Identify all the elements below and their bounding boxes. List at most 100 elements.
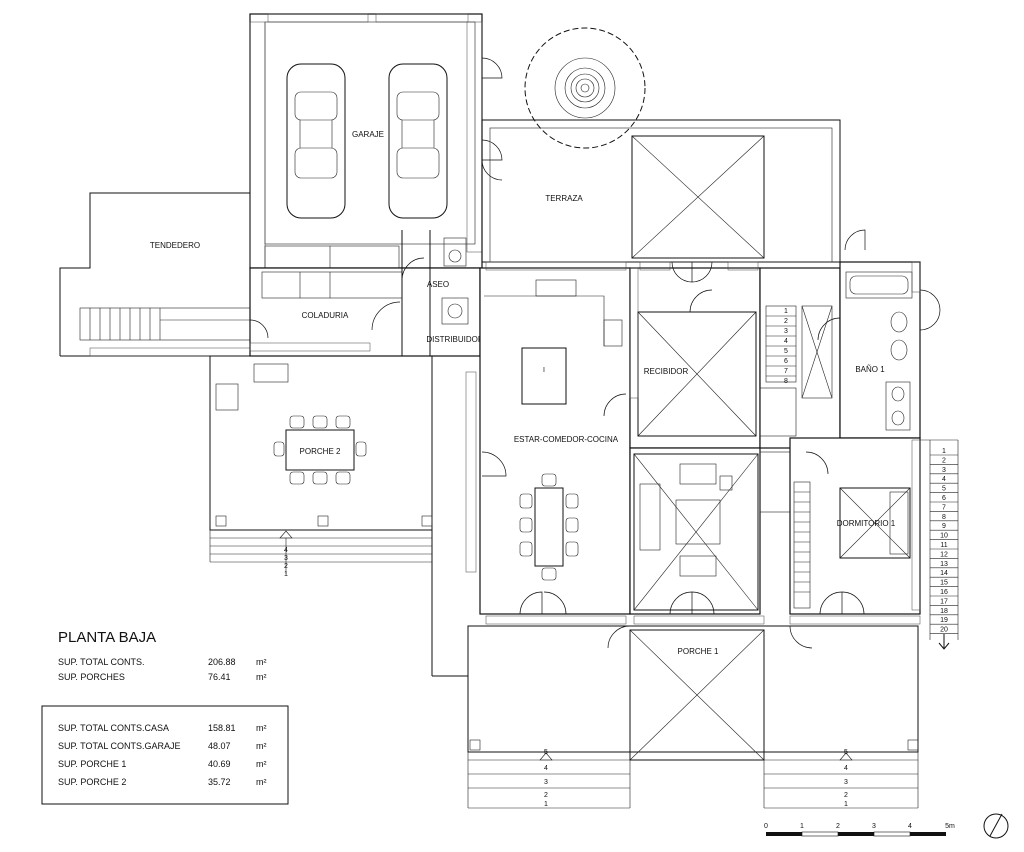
svg-text:48.07: 48.07 bbox=[208, 741, 231, 751]
stair-step-number: 7 bbox=[942, 504, 946, 511]
stair-step-number: 4 bbox=[942, 476, 946, 483]
svg-text:5: 5 bbox=[784, 348, 788, 355]
svg-text:3: 3 bbox=[872, 823, 876, 830]
room-label-tendedero: TENDEDERO bbox=[150, 241, 200, 250]
garage-block: GARAJE bbox=[249, 13, 503, 269]
room-label-recibidor: RECIBIDOR bbox=[644, 367, 689, 376]
living-room bbox=[629, 447, 765, 625]
stair-down-arrow-icon bbox=[938, 634, 950, 650]
svg-text:m²: m² bbox=[256, 672, 267, 682]
porche-2: PORCHE 2 4 3 2 1 bbox=[209, 355, 468, 677]
step-porche2-1: 1 bbox=[284, 571, 288, 578]
svg-text:4: 4 bbox=[544, 765, 548, 772]
stair-step-number: 13 bbox=[940, 561, 948, 568]
plan-title: PLANTA BAJA bbox=[58, 629, 156, 646]
room-label-bano1: BAÑO 1 bbox=[855, 365, 885, 374]
svg-text:SUP. PORCHES: SUP. PORCHES bbox=[58, 672, 125, 682]
svg-text:5m: 5m bbox=[945, 823, 955, 830]
bano-1: BAÑO 1 bbox=[817, 261, 941, 439]
stair-step-number: 8 bbox=[942, 514, 946, 521]
svg-text:m²: m² bbox=[256, 759, 267, 769]
svg-text:3: 3 bbox=[544, 779, 548, 786]
stair-step-number: 10 bbox=[940, 533, 948, 540]
svg-text:2: 2 bbox=[784, 318, 788, 325]
room-label-estar: ESTAR-COMEDOR-COCINA bbox=[514, 435, 619, 444]
room-label-porche2: PORCHE 2 bbox=[300, 447, 341, 456]
step-porche2-4: 4 bbox=[284, 547, 288, 554]
svg-text:158.81: 158.81 bbox=[208, 723, 236, 733]
svg-text:1: 1 bbox=[544, 801, 548, 808]
svg-text:1: 1 bbox=[844, 801, 848, 808]
porche2-steps: 4 3 2 1 bbox=[209, 530, 432, 578]
recibidor: RECIBIDOR bbox=[629, 261, 761, 449]
stair-step-number: 11 bbox=[940, 542, 947, 549]
room-label-aseo: ASEO bbox=[427, 280, 449, 289]
step-porche2-3: 3 bbox=[284, 555, 288, 562]
svg-text:m²: m² bbox=[256, 777, 267, 787]
stair-step-number: 3 bbox=[942, 467, 946, 474]
room-label-distribuidor: DISTRIBUIDOR bbox=[426, 335, 484, 344]
tendedero-area: TENDEDERO bbox=[59, 192, 251, 357]
svg-text:I: I bbox=[543, 367, 545, 374]
tree-symbol bbox=[524, 27, 646, 149]
svg-text:2: 2 bbox=[544, 792, 548, 799]
room-label-garaje: GARAJE bbox=[352, 130, 384, 139]
svg-text:4: 4 bbox=[784, 338, 788, 345]
stair-step-number: 14 bbox=[940, 570, 948, 577]
svg-text:6: 6 bbox=[784, 358, 788, 365]
svg-text:76.41: 76.41 bbox=[208, 672, 231, 682]
svg-text:3: 3 bbox=[784, 328, 788, 335]
svg-text:2: 2 bbox=[836, 823, 840, 830]
svg-text:4: 4 bbox=[844, 765, 848, 772]
svg-text:3: 3 bbox=[844, 779, 848, 786]
room-label-porche1: PORCHE 1 bbox=[678, 647, 719, 656]
terraza-area: TERRAZA bbox=[481, 119, 866, 263]
room-label-coladuria: COLADURIA bbox=[302, 311, 349, 320]
right-stairs bbox=[920, 439, 959, 640]
svg-text:206.88: 206.88 bbox=[208, 657, 236, 667]
step-porche2-2: 2 bbox=[284, 563, 288, 570]
car-left bbox=[286, 63, 346, 219]
svg-text:4: 4 bbox=[908, 823, 912, 830]
svg-text:8: 8 bbox=[784, 378, 788, 385]
svg-text:SUP. TOTAL CONTS.CASA: SUP. TOTAL CONTS.CASA bbox=[58, 723, 169, 733]
svg-text:40.69: 40.69 bbox=[208, 759, 231, 769]
estar-comedor-cocina: I ESTAR-COMEDOR-COCINA bbox=[465, 261, 631, 625]
stair-step-number: 2 bbox=[942, 457, 946, 464]
stair-step-number: 5 bbox=[942, 486, 946, 493]
svg-text:SUP. TOTAL CONTS.GARAJE: SUP. TOTAL CONTS.GARAJE bbox=[58, 741, 181, 751]
svg-text:SUP. PORCHE 2: SUP. PORCHE 2 bbox=[58, 777, 126, 787]
stair-step-number: 6 bbox=[942, 495, 946, 502]
svg-text:0: 0 bbox=[764, 823, 768, 830]
svg-text:2: 2 bbox=[844, 792, 848, 799]
porche1-steps-left: 5 4 3 2 1 bbox=[467, 749, 631, 809]
stair-step-number: 12 bbox=[940, 551, 948, 558]
porche1-steps-right: 5 4 3 2 1 bbox=[763, 749, 919, 809]
north-arrow-icon bbox=[983, 813, 1009, 839]
service-block: COLADURIA ASEO DISTRIBUIDOR bbox=[249, 230, 484, 357]
room-label-terraza: TERRAZA bbox=[545, 194, 583, 203]
svg-text:5: 5 bbox=[544, 749, 548, 756]
stair-step-number: 18 bbox=[940, 608, 948, 615]
tendedero-stairs bbox=[79, 307, 251, 341]
svg-text:35.72: 35.72 bbox=[208, 777, 231, 787]
area-summary: PLANTA BAJA SUP. TOTAL CONTS. 206.88 m² … bbox=[58, 629, 267, 682]
stair-step-number: 16 bbox=[940, 589, 948, 596]
svg-text:7: 7 bbox=[784, 368, 788, 375]
svg-text:5: 5 bbox=[844, 749, 848, 756]
svg-text:SUP. TOTAL CONTS.: SUP. TOTAL CONTS. bbox=[58, 657, 145, 667]
svg-text:1: 1 bbox=[784, 308, 788, 315]
dining-table bbox=[519, 473, 579, 581]
svg-text:m²: m² bbox=[256, 741, 267, 751]
porche2-table bbox=[273, 415, 367, 485]
room-label-dormitorio1: DORMITORIO 1 bbox=[837, 519, 896, 528]
area-breakdown: SUP. TOTAL CONTS.CASA 158.81 m² SUP. TOT… bbox=[41, 705, 289, 805]
car-right bbox=[388, 63, 448, 219]
stair-step-number: 19 bbox=[940, 617, 948, 624]
stair-step-number: 20 bbox=[940, 627, 948, 634]
svg-text:m²: m² bbox=[256, 723, 267, 733]
stair-step-number: 17 bbox=[940, 598, 948, 605]
scale-bar: 0 1 2 3 4 5m bbox=[764, 823, 955, 837]
